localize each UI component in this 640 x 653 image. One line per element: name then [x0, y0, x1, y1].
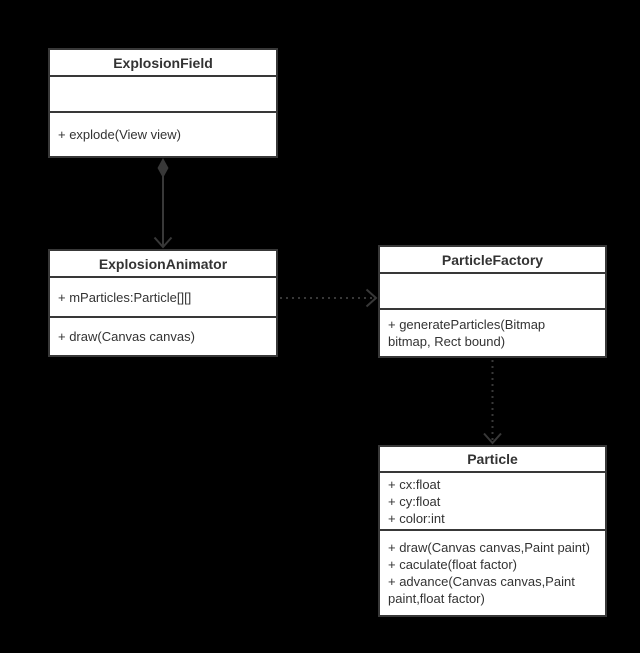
attributes-section: + cx:float + cy:float + color:int [380, 473, 605, 531]
class-name: Particle [380, 447, 605, 473]
attribute-item: + cy:float [388, 493, 441, 509]
attribute-item: + mParticles:Particle[][] [58, 289, 192, 305]
attributes-section: + mParticles:Particle[][] [50, 278, 276, 318]
method-item: + draw(Canvas canvas) [58, 329, 195, 344]
class-node-particlefactory[interactable]: ParticleFactory + generateParticles(Bitm… [378, 245, 607, 358]
class-node-explosionfield[interactable]: ExplosionField + explode(View view) [48, 48, 278, 158]
attribute-item: + cx:float [388, 476, 441, 492]
method-item: + caculate(float factor) [388, 557, 517, 572]
arrowhead-right-icon [365, 288, 378, 308]
composition-arrow-explosionfield-to-explosionanimator [153, 158, 173, 249]
attribute-item: + color:int [388, 510, 445, 526]
methods-section: + explode(View view) [50, 113, 276, 156]
dependency-arrow-explosionanimator-to-particlefactory [280, 288, 378, 308]
class-name: ExplosionField [50, 50, 276, 77]
methods-section: + generateParticles(Bitmap bitmap, Rect … [380, 310, 605, 356]
class-name: ParticleFactory [380, 247, 605, 274]
dependency-arrow-particlefactory-to-particle [483, 360, 502, 445]
attributes-section [50, 77, 276, 113]
methods-section: + draw(Canvas canvas) [50, 318, 276, 355]
composition-diamond-icon [157, 158, 169, 178]
method-item: + generateParticles(Bitmap bitmap, Rect … [388, 317, 546, 349]
attributes-section [380, 274, 605, 310]
class-node-particle[interactable]: Particle + cx:float + cy:float + color:i… [378, 445, 607, 617]
arrowhead-down-icon [153, 236, 173, 249]
method-item: + explode(View view) [58, 127, 181, 142]
arrowhead-down-icon [483, 432, 502, 445]
methods-section: + draw(Canvas canvas,Paint paint) + cacu… [380, 531, 605, 615]
method-item: + draw(Canvas canvas,Paint paint) [388, 540, 590, 555]
method-item: + advance(Canvas canvas,Paint paint,floa… [388, 574, 575, 606]
class-name: ExplosionAnimator [50, 251, 276, 278]
class-node-explosionanimator[interactable]: ExplosionAnimator + mParticles:Particle[… [48, 249, 278, 357]
